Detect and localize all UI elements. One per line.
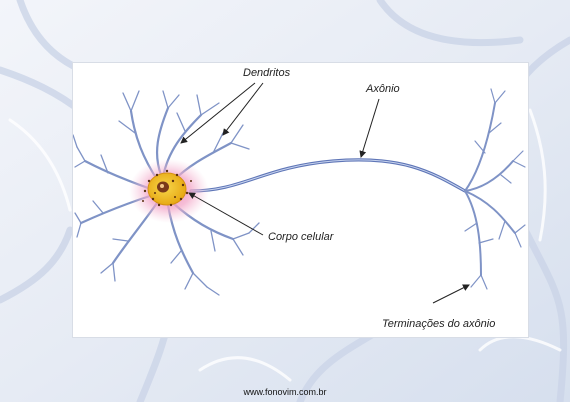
label-axon-terminals: Terminações do axônio bbox=[382, 319, 495, 330]
axon bbox=[191, 160, 465, 191]
dendrites-arrow-1 bbox=[181, 83, 255, 143]
label-axon: Axônio bbox=[366, 84, 400, 95]
dendrites-arrow-2 bbox=[223, 83, 263, 135]
cell-body bbox=[129, 159, 209, 223]
neuron-illustration bbox=[73, 63, 528, 337]
axon-terminals-arrow bbox=[433, 285, 469, 303]
label-cell-body: Corpo celular bbox=[268, 232, 333, 243]
neuron-diagram-panel: Dendritos Axônio Corpo celular Terminaçõ… bbox=[72, 62, 529, 338]
cell-body-arrow bbox=[189, 193, 263, 235]
label-dendrites: Dendritos bbox=[243, 68, 290, 79]
source-url: www.fonovim.com.br bbox=[0, 388, 570, 397]
axon-arrow bbox=[361, 99, 379, 157]
axon-terminals bbox=[465, 89, 525, 289]
label-arrows bbox=[181, 83, 469, 303]
